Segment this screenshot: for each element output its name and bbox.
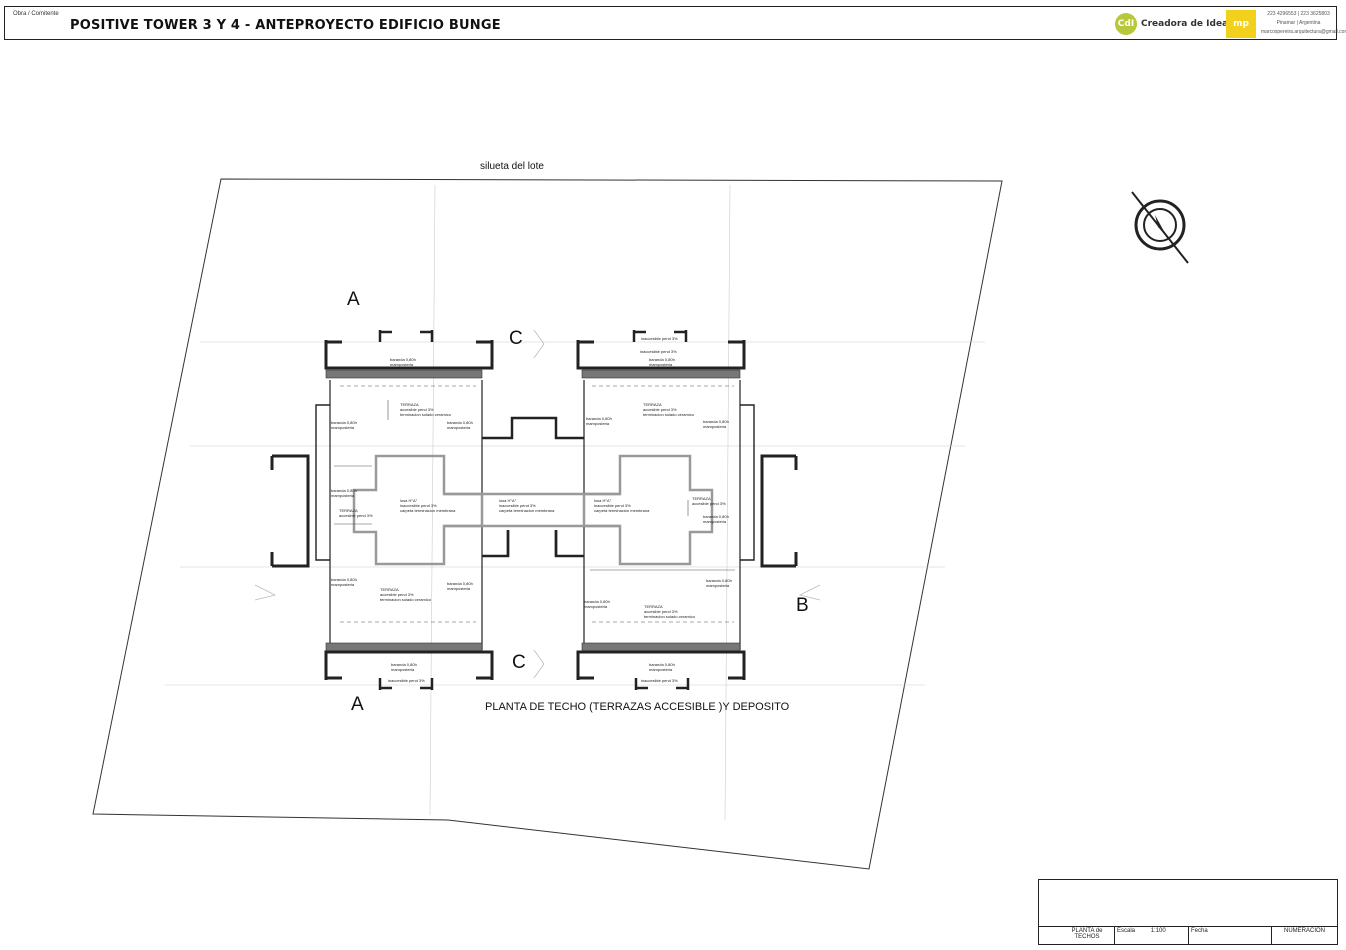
- section-label-c-top: C: [509, 328, 523, 349]
- plan-note: baranda 0,80h mamposteria: [447, 420, 473, 430]
- lot-outline: [92, 178, 1003, 870]
- central-connector: [444, 416, 620, 558]
- grid-axes: [165, 184, 985, 821]
- plan-note: TERRAZA accesible pend 3% terminacion so…: [644, 604, 695, 619]
- plan-note: baranda 0,80h mamposteria: [584, 599, 610, 609]
- plan-note: TERRAZA accesible pend 3% terminacion so…: [643, 402, 694, 417]
- numeracion-cell: NUMERACIÓN: [1271, 927, 1337, 945]
- title-block-row: PLANTA de TECHOS Escala 1:100 Fecha NUME…: [1039, 926, 1337, 945]
- plan-note: baranda 0,80h mamposteria: [706, 578, 732, 588]
- plan-note: inaccesible pend 3%: [388, 678, 425, 683]
- left-building: [270, 330, 494, 690]
- header-bar: Obra / Comitente POSITIVE TOWER 3 Y 4 - …: [4, 6, 1346, 40]
- drawing-title: POSITIVE TOWER 3 Y 4 - ANTEPROYECTO EDIF…: [70, 18, 501, 33]
- title-block: PLANTA de TECHOS Escala 1:100 Fecha NUME…: [1038, 879, 1338, 945]
- escala-value: 1:100: [1150, 928, 1166, 934]
- escala-cell: Escala 1:100: [1114, 927, 1188, 945]
- plan-note: baranda 0,80h mamposteria: [390, 357, 416, 367]
- contact-line: 223 4296553 | 223 3625803: [1267, 11, 1330, 17]
- company-logo: CdI Creadora de Ideas®: [1115, 12, 1243, 36]
- plan-note: TERRAZA accesible pend 3%: [339, 508, 373, 518]
- plan-note: losa H°A° inaccesible pend 3% carpeta te…: [400, 498, 456, 513]
- plan-note: inaccesible pend 3%: [640, 349, 677, 354]
- plan-note: baranda 0,80h mamposteria: [586, 416, 612, 426]
- plan-note: TERRAZA accesible pend 3% terminacion so…: [400, 402, 451, 417]
- client-label: Obra / Comitente: [13, 11, 59, 17]
- numeracion-label: NUMERACIÓN: [1283, 928, 1325, 934]
- plan-note: TERRAZA accesible pend 3% terminacion so…: [380, 587, 431, 602]
- plan-note: losa H°A° inaccesible pend 3% carpeta te…: [594, 498, 650, 513]
- section-label-a-top: A: [347, 289, 360, 310]
- lot-label: silueta del lote: [480, 161, 544, 172]
- fecha-cell: Fecha: [1188, 927, 1271, 945]
- logo-text: Creadora de Ideas®: [1141, 19, 1243, 29]
- contact-info: 223 4296553 | 223 3625803 Pinamar | Arge…: [1261, 10, 1346, 37]
- plan-note: baranda 0,80h mamposteria: [703, 419, 729, 429]
- north-arrow-icon: [1131, 191, 1189, 264]
- plano-value: PLANTA de TECHOS: [1071, 928, 1103, 940]
- section-label-b: B: [796, 595, 809, 616]
- plan-note: TERRAZA accesible pend 3%: [692, 496, 726, 506]
- right-building: [576, 330, 798, 690]
- plan-note: baranda 0,80h mamposteria: [331, 420, 357, 430]
- section-label-c-bottom: C: [512, 652, 526, 673]
- contact-line: marcospereira.arquitectura@gmail.com: [1261, 29, 1346, 35]
- plan-note: baranda 0,80h mamposteria: [391, 662, 417, 672]
- plan-note: baranda 0,80h mamposteria: [649, 662, 675, 672]
- plan-note: baranda 0,80h mamposteria: [703, 514, 729, 524]
- mp-logo-icon: mp: [1226, 10, 1256, 38]
- plan-note: baranda 0,80h mamposteria: [331, 577, 357, 587]
- plano-cell: PLANTA de TECHOS: [1063, 927, 1111, 945]
- plan-note: inaccesible pend 3%: [641, 678, 678, 683]
- section-label-a-bottom: A: [351, 694, 364, 715]
- plan-note: baranda 0,80h mamposteria: [331, 488, 357, 498]
- contact-line: Pinamar | Argentina: [1276, 20, 1321, 26]
- plan-note: losa H°A° inaccesible pend 3% carpeta te…: [499, 498, 555, 513]
- plan-note: baranda 0,80h mamposteria: [447, 581, 473, 591]
- fecha-label: Fecha: [1191, 928, 1208, 934]
- plan-caption: PLANTA DE TECHO (TERRAZAS ACCESIBLE )Y D…: [485, 701, 790, 713]
- plan-note: baranda 0,80h mamposteria: [649, 357, 675, 367]
- plan-note: inaccesible pend 3%: [641, 336, 678, 341]
- section-cut-markers: [254, 329, 821, 679]
- escala-label: Escala: [1117, 928, 1136, 934]
- logo-mark-icon: CdI: [1115, 13, 1137, 35]
